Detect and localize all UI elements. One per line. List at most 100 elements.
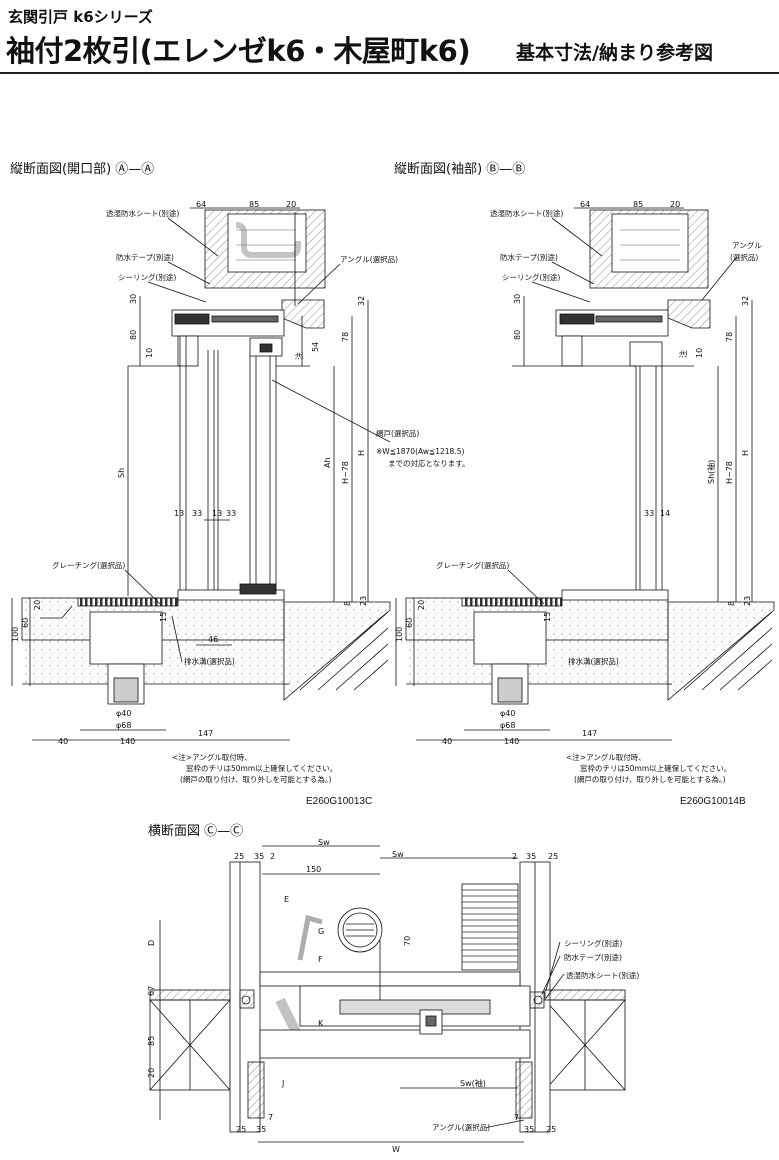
dim-15-r: 15 — [543, 612, 552, 622]
dim-64: 64 — [196, 200, 206, 209]
note-line2: 窓枠のチリは50mm以上確保してください。 — [186, 763, 337, 773]
dim-54: 54 — [311, 342, 320, 352]
section-title-left: 縦断面図(開口部) Ⓐ—Ⓐ — [10, 162, 155, 177]
dim-phi40-r: φ40 — [500, 709, 515, 718]
drawing-code-left: E260G10013C — [306, 796, 373, 807]
dim-23: 23 — [359, 596, 368, 606]
dim-H78-r: H−78 — [725, 461, 734, 484]
dim-23-r: 23 — [743, 596, 752, 606]
dim-20-r: 20 — [670, 200, 680, 209]
dim-Sh: Sh — [117, 468, 126, 478]
dim-W: W — [392, 1145, 400, 1154]
dim-H-r: H — [741, 450, 750, 456]
dim-15: 15 — [159, 612, 168, 622]
label-screen-note1: ※W≦1870(Aw≦1218.5) — [376, 447, 464, 456]
dim-Sw-top2: Sw — [392, 850, 404, 859]
dim-30: 30 — [129, 294, 138, 304]
dim-78: 78 — [341, 332, 350, 342]
dim-35-lb: 35 — [256, 1125, 266, 1134]
label-angle: アングル(選択品) — [340, 254, 398, 264]
dim-35-rb: 35 — [524, 1125, 534, 1134]
note-line2-r: 窓枠のチリは50mm以上確保してください。 — [580, 763, 731, 773]
label-angle-r2: (選択品) — [730, 252, 758, 262]
dim-J: J — [281, 1079, 284, 1088]
dim-phi68-r: φ68 — [500, 721, 515, 730]
label-seal-h: シーリング(別途) — [564, 938, 622, 948]
dim-33-r: 33 — [644, 509, 654, 518]
dim-Sw-top: Sw — [318, 838, 330, 847]
dim-100-r: 100 — [395, 627, 404, 642]
dim-32: 32 — [357, 296, 366, 306]
label-grating-r: グレーチング(選択品) — [436, 560, 509, 570]
dim-78-r: 78 — [725, 332, 734, 342]
dim-10: 10 — [145, 348, 154, 358]
dim-H78: H−78 — [341, 461, 350, 484]
dim-40-r: 40 — [442, 737, 452, 746]
dim-G: G — [318, 927, 324, 936]
right-section-labels: 64 85 20 透湿防水シート(別途) 防水テープ(別途) シーリング(別途)… — [395, 200, 762, 784]
label-screen-note2: までの対応となります。 — [388, 458, 470, 468]
label-seal-r: シーリング(別途) — [502, 272, 560, 282]
dim-46: 46 — [208, 635, 218, 644]
right-vertical-section — [395, 207, 775, 741]
dim-F: F — [318, 955, 323, 964]
dim-25-l: 25 — [234, 852, 244, 861]
dim-140-r: 140 — [504, 737, 519, 746]
label-sheet-h: 透湿防水シート(別途) — [566, 970, 639, 980]
dim-25-r: 25 — [548, 852, 558, 861]
dim-20-floor-r: 20 — [417, 600, 426, 610]
dim-D: D — [147, 940, 156, 946]
dim-7-r: 7 — [514, 1113, 519, 1122]
dim-100: 100 — [11, 627, 20, 642]
dim-60: 60 — [21, 618, 30, 628]
note-line1: <注>アングル取付時、 — [172, 752, 252, 762]
label-tape-r: 防水テープ(別途) — [500, 252, 558, 262]
dim-30-r: 30 — [513, 294, 522, 304]
dim-64-r: 64 — [580, 200, 590, 209]
dim-33a: 33 — [192, 509, 202, 518]
dim-10-r: 10 — [695, 348, 704, 358]
dim-13b: 13 — [212, 509, 222, 518]
dim-14-r: 14 — [660, 509, 670, 518]
dim-80: 80 — [129, 330, 138, 340]
label-angle-r1: アングル — [732, 240, 762, 250]
dim-140: 140 — [120, 737, 135, 746]
dim-Sh-sode: Sh(袖) — [706, 460, 716, 484]
dim-Ah: Ah — [323, 457, 332, 468]
label-tape-h: 防水テープ(別途) — [564, 952, 622, 962]
note-line3: (網戸の取り付け、取り外しを可能とする為。) — [180, 774, 332, 784]
drawing-code-right: E260G10014B — [680, 796, 746, 807]
dim-2-r: 2 — [512, 852, 517, 861]
label-drain-r: 排水溝(選択品) — [568, 656, 619, 666]
dim-8-r: 8 — [727, 601, 736, 606]
dim-H: H — [357, 450, 366, 456]
dim-147: 147 — [198, 729, 213, 738]
dim-33b: 33 — [226, 509, 236, 518]
note-line1-r: <注>アングル取付時、 — [566, 752, 646, 762]
label-angle-h: アングル(選択品) — [432, 1122, 490, 1132]
dim-note-r: 注 — [678, 350, 688, 358]
dim-70: 70 — [403, 936, 412, 946]
dim-E: E — [284, 895, 289, 904]
label-grating: グレーチング(選択品) — [52, 560, 125, 570]
dim-8: 8 — [343, 601, 352, 606]
label-screen: 網戸(選択品) — [376, 428, 419, 438]
label-drain: 排水溝(選択品) — [184, 656, 235, 666]
dim-147-r: 147 — [582, 729, 597, 738]
page-header: 玄関引戸 k6シリーズ 袖付2枚引(エレンゼk6・木屋町k6) 基本寸法/納まり… — [0, 0, 779, 74]
dim-20b: 20 — [147, 1068, 156, 1078]
page-title: 袖付2枚引(エレンゼk6・木屋町k6) — [6, 34, 471, 68]
dim-phi40: φ40 — [116, 709, 131, 718]
dim-60-r: 60 — [405, 618, 414, 628]
dim-note: 注 — [294, 352, 304, 360]
dim-150: 150 — [306, 865, 321, 874]
section-title-right: 縦断面図(袖部) Ⓑ—Ⓑ — [394, 162, 526, 177]
section-title-bottom: 横断面図 Ⓒ—Ⓒ — [148, 824, 244, 839]
dim-phi68: φ68 — [116, 721, 131, 730]
header-rule — [0, 72, 779, 74]
dim-67: 67 — [147, 986, 156, 996]
horizontal-section-labels: Sw Sw 25 35 2 2 35 25 150 E G F 70 D 67 … — [147, 838, 639, 1154]
dim-Sw-sode: Sw(袖) — [460, 1078, 486, 1088]
dim-20: 20 — [286, 200, 296, 209]
